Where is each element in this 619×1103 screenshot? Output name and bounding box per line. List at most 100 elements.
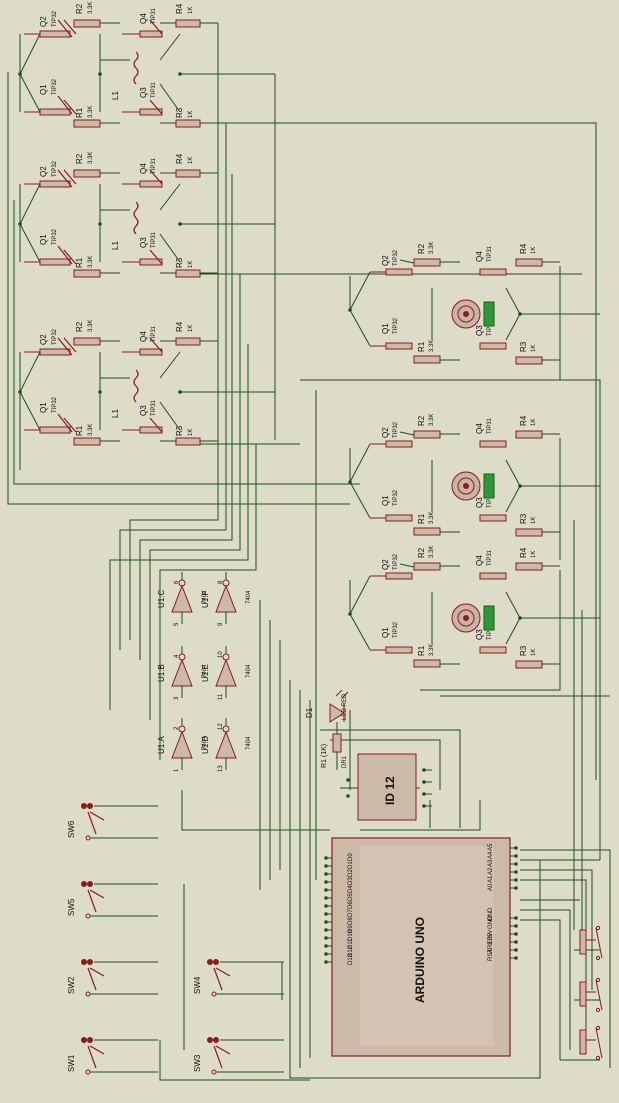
motor-terminal [483, 301, 495, 327]
wire [63, 169, 77, 185]
r4-value: 1K [531, 247, 537, 254]
pushbutton-contact [595, 1007, 601, 1013]
wire [520, 849, 611, 1068]
inverter-pin-out: 12 [218, 723, 224, 730]
wire [159, 444, 257, 760]
r3-label: R3 [175, 425, 184, 436]
wire [520, 909, 571, 1050]
r2-label: R2 [75, 321, 84, 332]
q2-base-plate [385, 440, 413, 448]
wire [139, 174, 233, 660]
pushbutton-body [579, 1029, 587, 1055]
q1-part: TIP32 [393, 489, 399, 506]
inverter-name: U1:A [157, 736, 166, 754]
pushbutton-2 [579, 977, 603, 1013]
motor-shaft [463, 311, 469, 317]
q4-label: Q4 [475, 251, 484, 262]
inverter-triangle [171, 730, 193, 759]
q2-base-plate [39, 348, 71, 356]
q3-label: Q3 [475, 325, 484, 336]
switch-label: SW6 [67, 820, 76, 838]
junction-dot [348, 612, 352, 616]
arduino-digital-pin: D6 [348, 901, 354, 909]
wire [87, 967, 97, 991]
inverter-part: 7404 [246, 664, 252, 678]
pushbutton-1 [579, 925, 603, 961]
wire [19, 183, 41, 263]
motor-terminal [483, 473, 495, 499]
wire [149, 249, 163, 265]
arduino-digital-pin: D3 [348, 877, 354, 885]
switch-contact [85, 1069, 91, 1075]
wire [63, 417, 77, 433]
r3-label: R3 [519, 513, 528, 524]
wire [159, 83, 181, 113]
wire [213, 1045, 223, 1069]
arduino-power-pin: GND [488, 907, 494, 921]
switch-contact [207, 959, 213, 965]
l1-label: L1 [111, 91, 120, 100]
r3-value: 1K [188, 261, 194, 268]
arduino-power-pin: RST [488, 949, 494, 961]
r2-label: R2 [417, 547, 426, 558]
wire [119, 123, 227, 650]
r2-resistor [413, 430, 441, 439]
wire [63, 249, 77, 265]
q1-label: Q1 [381, 323, 390, 334]
switch-contact [81, 803, 87, 809]
junction-dot [18, 222, 22, 226]
q4-part: TIP31 [487, 417, 493, 434]
wire [399, 431, 415, 436]
inverter-pin-out: 8 [218, 580, 224, 584]
r2-resistor [413, 562, 441, 571]
q4-base-plate [139, 180, 163, 188]
wire [57, 337, 73, 356]
q3-part: TIP31 [151, 399, 157, 416]
switch-sw3: SW3 [193, 1037, 284, 1075]
wire [63, 19, 77, 35]
r1-resistor [73, 437, 101, 446]
q1-part: TIP32 [52, 78, 58, 95]
q1-base-plate [39, 258, 71, 266]
pushbutton-3 [579, 1025, 603, 1061]
q4-label: Q4 [475, 555, 484, 566]
q1-part: TIP32 [52, 228, 58, 245]
wire [300, 379, 601, 860]
wire [595, 1027, 603, 1059]
q3-label: Q3 [139, 87, 148, 98]
inverter-name: U1:F [201, 591, 210, 608]
wire [505, 459, 521, 513]
arduino-digital-pin: D7 [348, 909, 354, 917]
r3-value: 1K [531, 517, 537, 524]
switch-contact [85, 835, 91, 841]
arduino-digital-pin: D13 [348, 953, 354, 965]
inverter-pin-out: 6 [174, 580, 180, 584]
inverter-name: U1:C [157, 590, 166, 608]
l1-label: L1 [111, 409, 120, 418]
r2-value: 3.3K [429, 242, 435, 254]
q3-label: Q3 [139, 405, 148, 416]
wire [149, 169, 163, 185]
wire [335, 689, 343, 697]
switch-contact [81, 1037, 87, 1043]
r1-resistor [73, 119, 101, 128]
q2-part: TIP32 [393, 249, 399, 266]
q4-base-plate [479, 268, 507, 276]
motor-terminal [483, 605, 495, 631]
switch-contact [87, 881, 93, 887]
r1-value: 3.3K [88, 256, 94, 268]
wire [87, 811, 97, 835]
r1-label: R1 [417, 341, 426, 352]
wire [520, 879, 587, 1040]
junction-dot [178, 390, 182, 394]
r3-resistor [515, 528, 543, 537]
wire [63, 99, 77, 115]
r2-resistor [413, 258, 441, 267]
r4-resistor [175, 19, 201, 28]
junction-dot [518, 312, 522, 316]
